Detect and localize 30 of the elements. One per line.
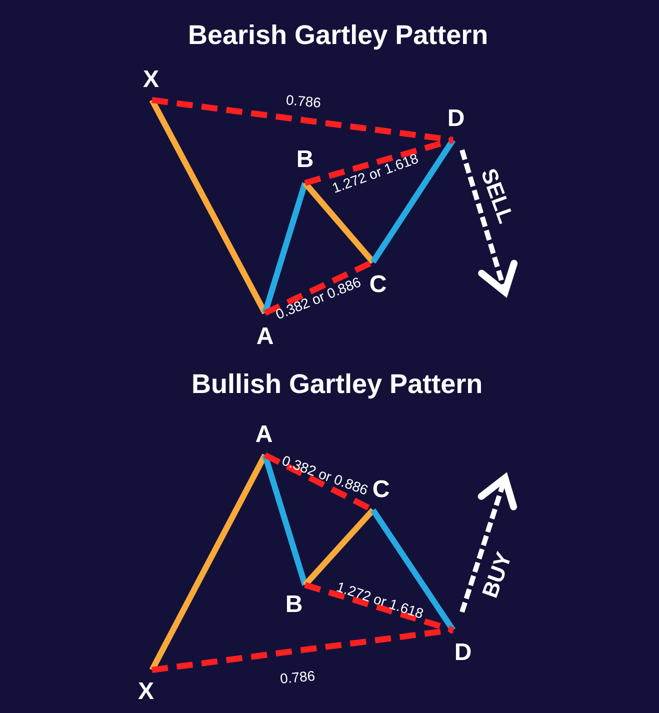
point-label: B (293, 147, 317, 173)
edge-label: 0.382 or 0.886 (280, 452, 370, 498)
point-label: C (369, 477, 393, 503)
edge-label: 0.786 (284, 92, 322, 110)
point-label: B (282, 592, 306, 618)
edge-label: 0.786 (278, 668, 316, 686)
edge-label: 1.272 or 1.618 (330, 150, 420, 196)
point-label: C (366, 272, 390, 298)
heading: Bearish Gartley Pattern (188, 20, 488, 50)
action-word: SELL (475, 165, 519, 227)
ratio-line (152, 97, 454, 143)
action-word: BUY (477, 548, 518, 602)
point-label: A (252, 422, 276, 448)
price-leg-line (302, 508, 376, 588)
price-leg-line (262, 454, 308, 586)
point-label: D (451, 640, 475, 666)
point-label: A (253, 324, 277, 350)
point-label: D (444, 106, 468, 132)
ratio-line (304, 137, 454, 186)
point-label: X (139, 67, 163, 93)
heading: Bullish Gartley Pattern (192, 368, 483, 400)
price-leg-line (302, 181, 376, 264)
price-leg-line (370, 508, 456, 632)
price-leg-line (370, 138, 456, 264)
point-label: X (134, 679, 158, 705)
edge-label: 1.272 or 1.618 (334, 578, 426, 622)
price-leg-line (262, 182, 308, 314)
edge-label: 0.382 or 0.886 (273, 274, 363, 322)
ratio-line (152, 627, 454, 673)
ratio-line (304, 582, 454, 633)
